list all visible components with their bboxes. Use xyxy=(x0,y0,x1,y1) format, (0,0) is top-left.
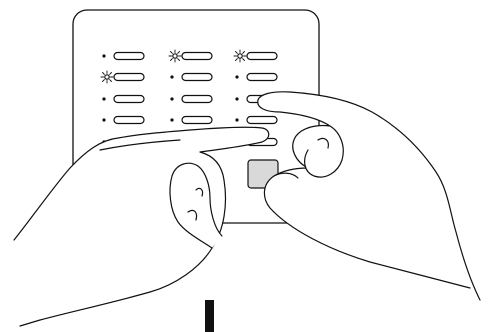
indicator-lit-icon xyxy=(233,49,247,63)
indicator-dot xyxy=(170,97,174,101)
indicator-slot xyxy=(113,72,145,82)
indicator-slot xyxy=(246,72,278,82)
indicator-dot xyxy=(235,75,239,79)
indicator-cell xyxy=(235,72,278,82)
indicator-lit-icon xyxy=(168,49,182,63)
indicator-slot xyxy=(113,51,145,61)
indicator-slot xyxy=(113,94,145,104)
indicator-dot xyxy=(235,97,239,101)
indicator-cell xyxy=(102,94,145,104)
indicator-slot xyxy=(181,94,213,104)
indicator-dot xyxy=(102,118,106,122)
indicator-slot xyxy=(113,115,145,125)
indicator-cell xyxy=(233,49,278,63)
indicator-cell xyxy=(168,49,213,63)
left-hand xyxy=(13,126,270,327)
indicator-dot xyxy=(170,118,174,122)
indicator-cell xyxy=(235,115,278,125)
indicator-slot xyxy=(181,115,213,125)
indicator-cell xyxy=(170,94,213,104)
indicator-dot xyxy=(235,118,239,122)
indicator-cell xyxy=(170,115,213,125)
indicator-lit-icon xyxy=(100,70,114,84)
indicator-cell xyxy=(102,51,145,61)
indicator-cell xyxy=(100,70,145,84)
indicator-dot xyxy=(102,97,106,101)
indicator-slot xyxy=(181,72,213,82)
right-hand xyxy=(257,91,481,301)
indicator-cell xyxy=(102,115,145,125)
indicator-slot xyxy=(246,115,278,125)
indicator-dot xyxy=(102,54,106,58)
indicator-dot xyxy=(170,75,174,79)
indicator-slot xyxy=(246,51,278,61)
pedestal-post xyxy=(205,300,214,332)
indicator-slot xyxy=(181,51,213,61)
indicator-cell xyxy=(170,72,213,82)
